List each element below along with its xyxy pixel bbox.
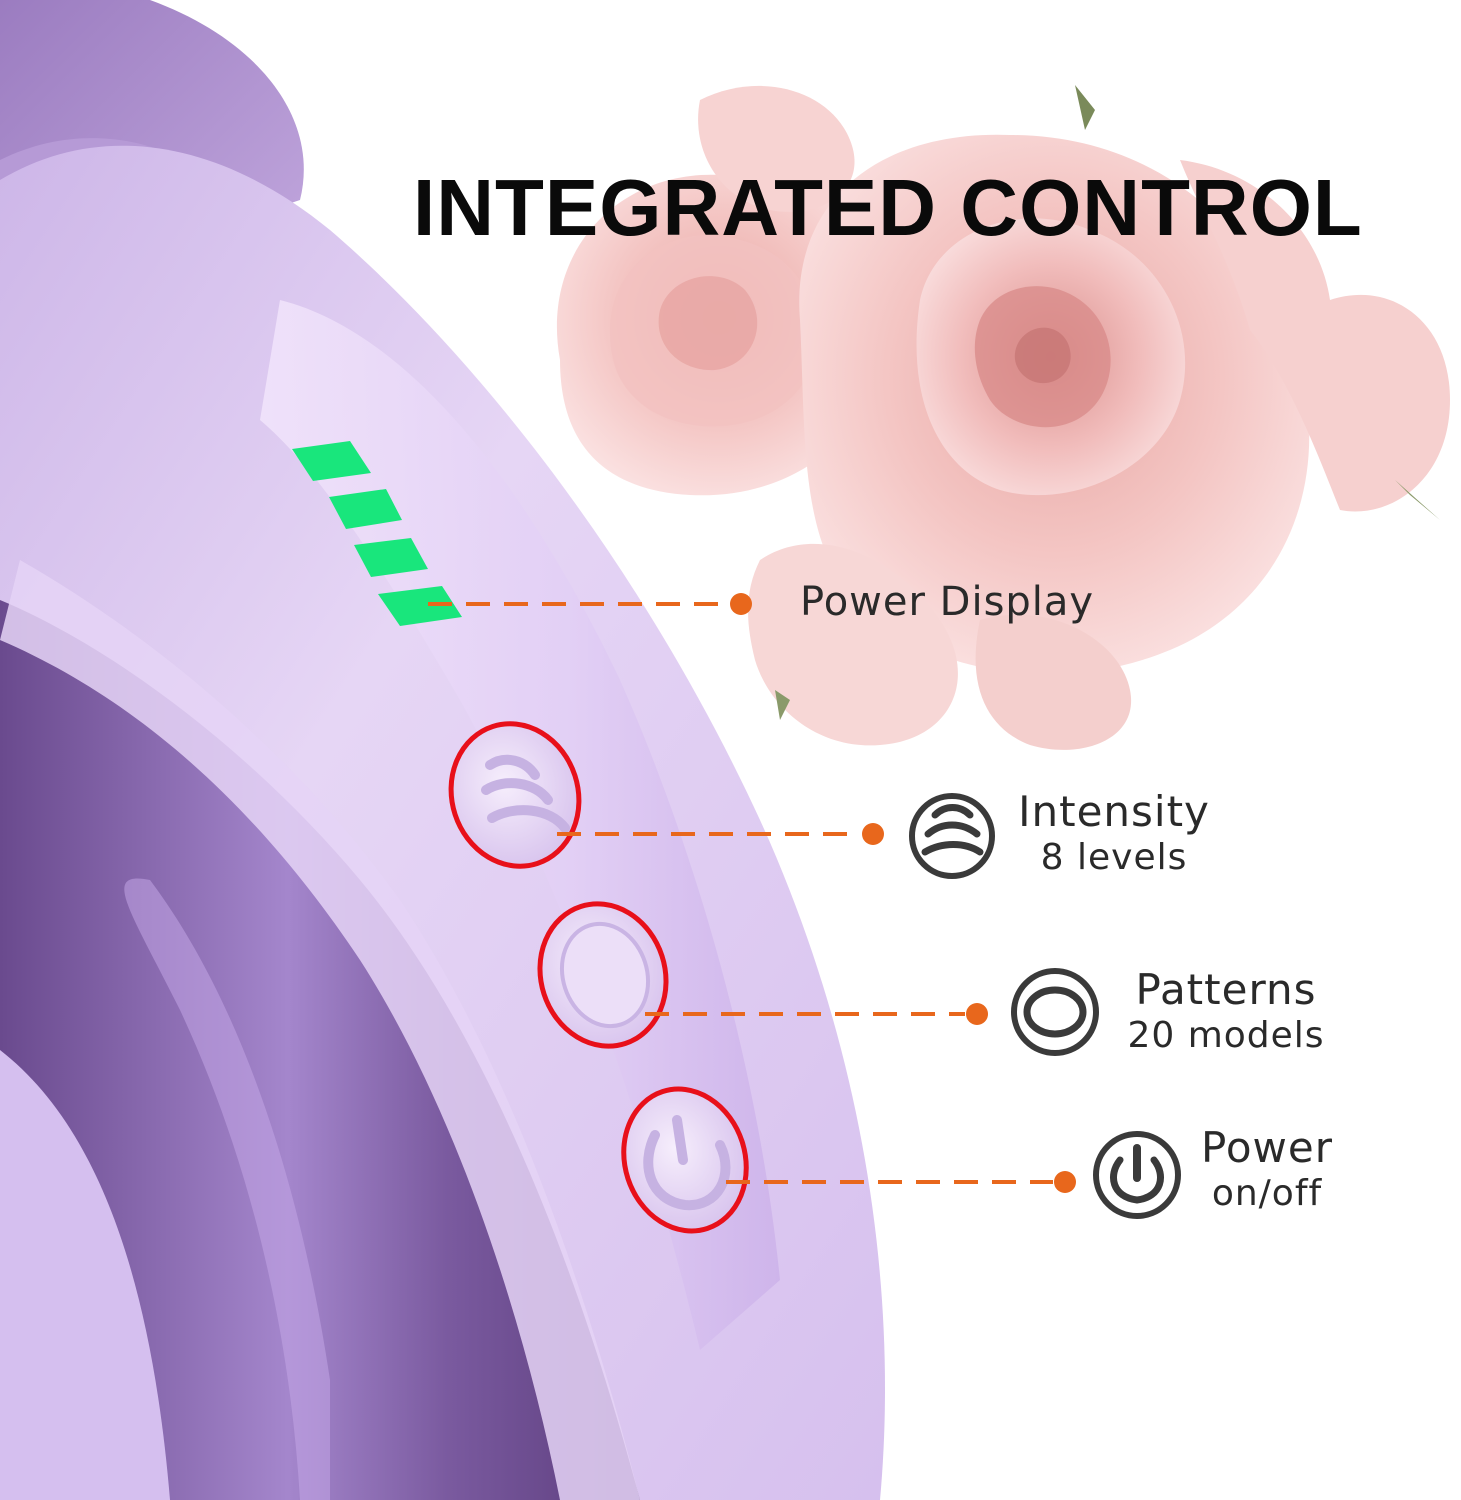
headline: INTEGRATED CONTROL	[413, 163, 1363, 252]
power-led-bar	[354, 538, 428, 577]
patterns-button[interactable]	[522, 887, 684, 1062]
patterns-label: Patterns 20 models	[1118, 966, 1334, 1058]
power-detail: on/off	[1211, 1173, 1323, 1214]
power-dot	[1054, 1171, 1076, 1193]
power-led-bar	[378, 586, 462, 626]
callout-dots	[730, 593, 1076, 1193]
power-display-dot	[730, 593, 752, 615]
patterns-title: Patterns	[1135, 965, 1317, 1014]
patterns-detail: 20 models	[1127, 1015, 1325, 1056]
intensity-dot	[862, 823, 884, 845]
intensity-detail: 8 levels	[1040, 837, 1188, 878]
power-display-label: Power Display	[800, 579, 1095, 625]
callout-lines	[428, 602, 1053, 1184]
intensity-label: Intensity 8 levels	[1014, 788, 1214, 880]
power-title: Power	[1201, 1123, 1333, 1172]
rose-decoration	[556, 85, 1450, 750]
pattern-ring-icon	[559, 921, 651, 1029]
patterns-legend-icon	[1011, 968, 1099, 1056]
power-legend-icon	[1093, 1131, 1181, 1219]
power-display-leds	[292, 441, 462, 626]
power-led-bar	[329, 489, 402, 529]
power-label: Power on/off	[1195, 1124, 1339, 1216]
power-button[interactable]	[606, 1073, 765, 1247]
intensity-waves-icon	[481, 754, 570, 833]
intensity-title: Intensity	[1018, 787, 1210, 836]
intensity-button[interactable]	[433, 707, 597, 883]
power-led-bar	[292, 441, 371, 481]
power-icon	[643, 1130, 731, 1211]
patterns-dot	[966, 1003, 988, 1025]
intensity-legend-icon	[909, 793, 995, 879]
